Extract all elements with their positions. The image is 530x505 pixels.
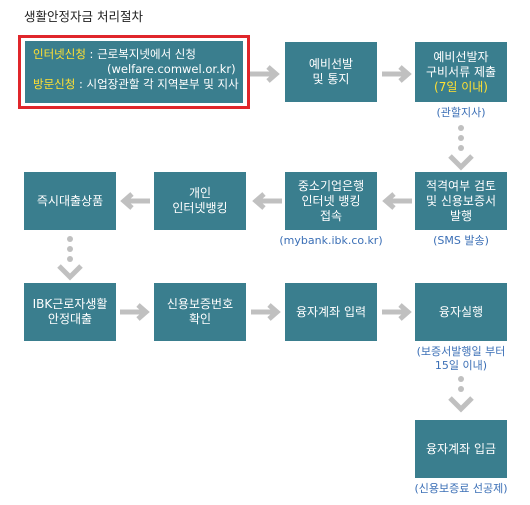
step-review-note: (SMS 발송) [433,234,489,247]
step-instant-loan-line1: 즉시대출상품 [36,193,104,208]
step-loan-exec-note: (보증서발행일 부터 15일 이내) [405,345,517,373]
arrow-down-icon [448,396,474,413]
visit-apply-label: 방문신청 [33,77,76,91]
step-loan-exec-line1: 융자실행 [438,304,484,319]
step-personal-banking-box: 개인 인터넷뱅킹 [154,172,246,230]
internet-apply-text: : 근로복지넷에서 신청 [85,47,196,61]
step-docs-line3: (7일 이내) [434,79,488,94]
step-review-box: 적격여부 검토 및 신용보증서 발행 [415,172,507,230]
step-deposit-box: 융자계좌 입금 [415,420,507,478]
step-ibk-online-note: (mybank.ibk.co.kr) [279,234,383,247]
highlight-frame [18,35,250,109]
step-preselect-line1: 예비선발 [308,57,354,71]
arrow-left-icon [120,192,150,210]
step-ibk-online-line1: 중소기업은행 [297,178,365,193]
step-ibk-online-box: 중소기업은행 인터넷 뱅킹 접속 [285,172,377,230]
step-instant-loan-box: 즉시대출상품 [24,172,116,230]
step-loan-exec-box: 융자실행 [415,283,507,341]
page-title: 생활안정자금 처리절차 [24,9,143,24]
step-review-line2: 및 신용보증서 [425,193,497,208]
internet-apply-label: 인터넷신청 [33,47,86,61]
arrow-right-icon [251,303,281,321]
step-ibk-online-line2: 인터넷 뱅킹 [301,193,361,208]
arrow-right-icon [250,65,280,83]
arrow-right-icon [382,303,412,321]
dotted-connector [458,125,464,155]
step-review-line3: 발행 [449,208,473,223]
step-docs-line2: 구비서류 제출 [425,64,497,79]
step-docs-box: 예비선발자 구비서류 제출 (7일 이내) [415,42,507,102]
step-account-input-line1: 융자계좌 입력 [295,304,367,319]
step-preselect-box: 예비선발 및 통지 [285,42,377,102]
step-deposit-line1: 융자계좌 입금 [425,441,497,456]
arrow-down-icon [448,154,474,171]
step-loan-exec-note1: (보증서발행일 부터 [416,345,506,358]
step-apply-box: 인터넷신청 : 근로복지넷에서 신청 (welfare.comwel.or.kr… [25,41,243,103]
step-guarantee-no-line1: 신용보증번호 [166,297,234,311]
arrow-left-icon [252,192,282,210]
step-guarantee-no-box: 신용보증번호 확인 [154,283,246,341]
arrow-left-icon [382,192,412,210]
step-personal-banking-line2: 인터넷뱅킹 [172,201,228,215]
dotted-connector [458,376,464,396]
step-guarantee-no-line2: 확인 [188,312,212,326]
arrow-right-icon [382,65,412,83]
arrow-down-icon [57,264,83,281]
step-account-input-box: 융자계좌 입력 [285,283,377,341]
step-deposit-note: (신용보증료 선공제) [414,482,508,495]
step-preselect-line2: 및 통지 [312,72,350,86]
step-docs-note: (관할지사) [436,106,486,119]
step-ibk-online-line3: 접속 [319,208,343,223]
step-review-line1: 적격여부 검토 [425,178,497,193]
visit-apply-text: : 시업장관할 각 지역본부 및 지사 [75,77,239,91]
dotted-connector [67,236,73,266]
arrow-right-icon [120,303,150,321]
step-loan-exec-note2: 15일 이내) [434,359,488,372]
internet-apply-url: (welfare.comwel.or.kr) [107,62,236,76]
step-ibk-worker-loan-line2: 안정대출 [47,312,93,326]
step-ibk-worker-loan-line1: IBK근로자생활 [32,297,108,311]
step-ibk-worker-loan-box: IBK근로자생활 안정대출 [24,283,116,341]
step-personal-banking-line1: 개인 [188,186,212,200]
step-docs-line1: 예비선발자 [433,49,489,64]
